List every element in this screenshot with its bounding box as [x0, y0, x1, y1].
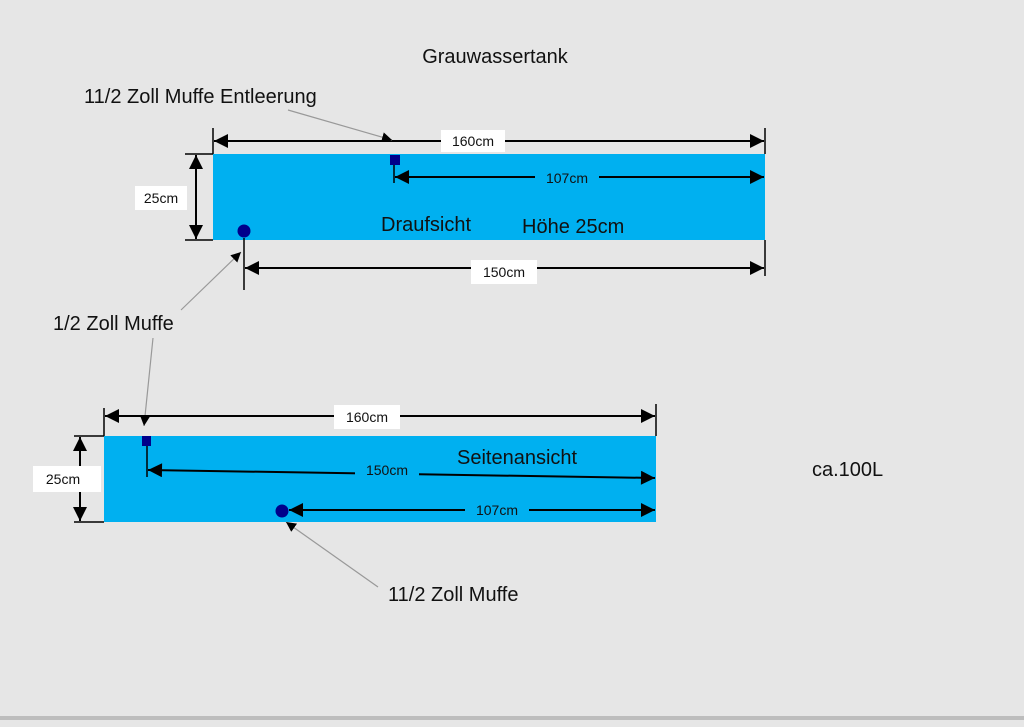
- dimension-label-inlet: 150cm: [366, 462, 408, 478]
- dimension-label-length: 160cm: [346, 409, 388, 425]
- view-label-top: Draufsicht: [381, 214, 471, 236]
- dimension-label-width: 25cm: [144, 190, 178, 206]
- dimension-label-outlet: 107cm: [546, 170, 588, 186]
- callout-drain-top: 11/2 Zoll Muffe Entleerung: [84, 86, 317, 108]
- callout-drain-side: 11/2 Zoll Muffe: [388, 584, 518, 606]
- half-inch-fitting-circle-icon: [237, 224, 251, 238]
- leader-line: [140, 337, 154, 427]
- view-label-side: Seitenansicht: [457, 447, 578, 469]
- dimension-label-outlet: 107cm: [476, 502, 518, 518]
- dimension-label-box: [441, 130, 505, 152]
- volume-label: ca.100L: [812, 459, 883, 481]
- dimension-label-box: [465, 500, 529, 520]
- leader-line: [180, 251, 242, 311]
- bottom-divider: [0, 716, 1024, 720]
- dimension-label-box: [535, 168, 599, 188]
- leader-line: [285, 521, 379, 588]
- dimension-label-box: [33, 466, 101, 492]
- callout-half-inch: 1/2 Zoll Muffe: [53, 313, 174, 335]
- dimension-label-box: [135, 186, 187, 210]
- height-note: Höhe 25cm: [522, 216, 624, 238]
- dimension-label-height: 25cm: [46, 471, 80, 487]
- dimension-label-inlet: 150cm: [483, 264, 525, 280]
- dimension-label-box: [334, 405, 400, 429]
- leader-line: [287, 109, 393, 143]
- diagram-title: Grauwassertank: [422, 46, 569, 68]
- dimension-label-box: [471, 260, 537, 284]
- dimension-label-box: [355, 460, 419, 480]
- drain-fitting-square-icon: [390, 155, 400, 165]
- dimension-label-length: 160cm: [452, 133, 494, 149]
- tank-top-view: [213, 154, 765, 240]
- drain-fitting-circle-icon: [275, 504, 289, 518]
- half-inch-fitting-square-icon: [142, 436, 151, 446]
